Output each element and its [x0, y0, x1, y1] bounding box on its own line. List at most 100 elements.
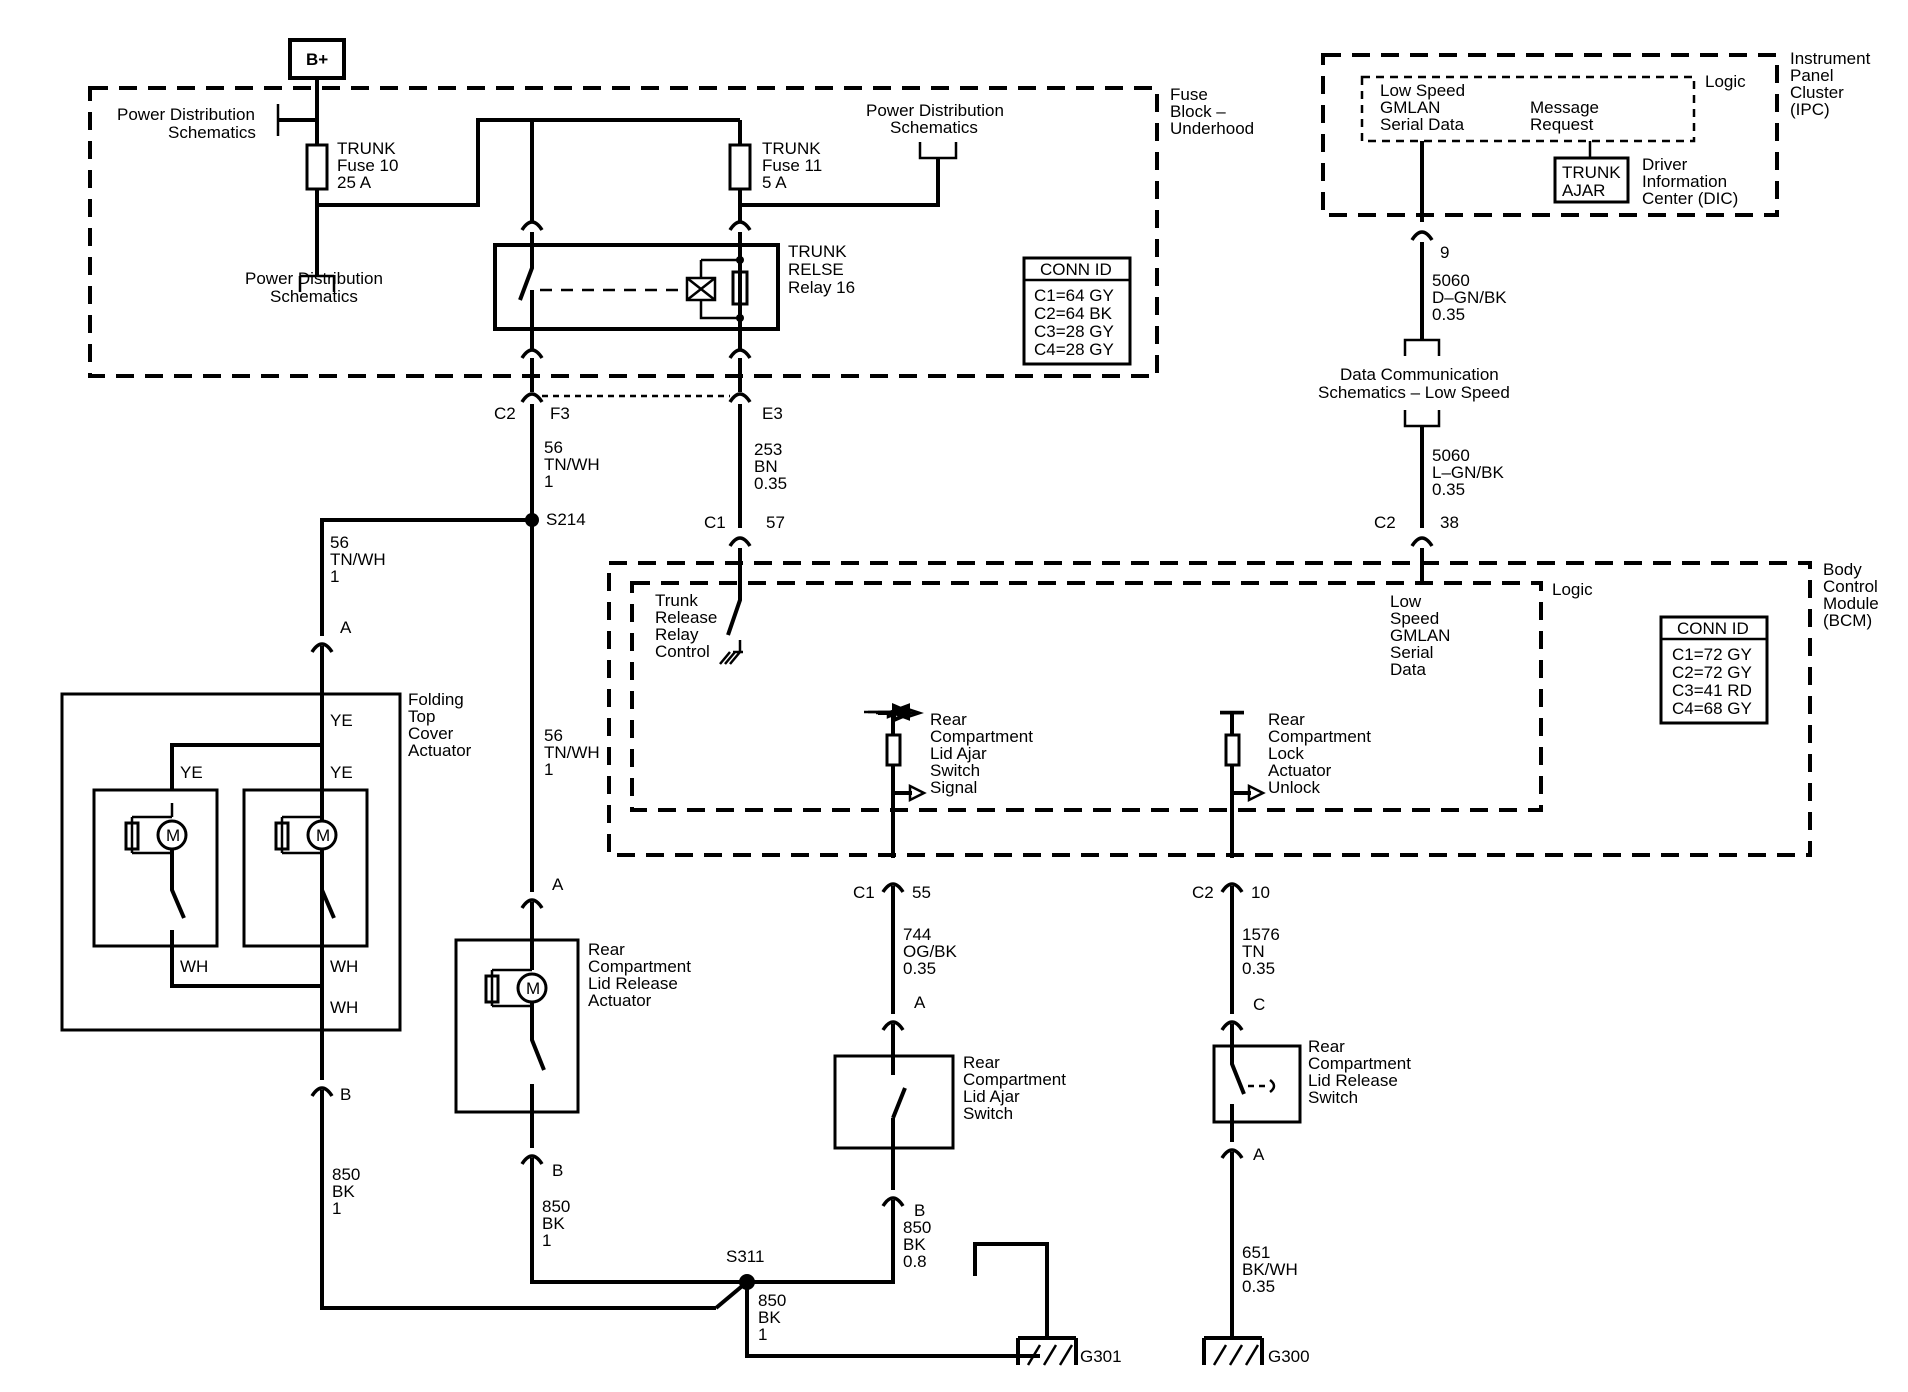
wire-850-switch-label-3: 0.8: [903, 1252, 927, 1271]
fuse-10-label-1: TRUNK: [337, 139, 396, 158]
conn-lid-release-actuator-a: [520, 898, 544, 909]
conn-folding-top-b: [310, 1086, 334, 1097]
bcm-conn-id-row-4: C4=68 GY: [1672, 699, 1752, 718]
lid-ajar-switch-pin-a: A: [914, 993, 926, 1012]
conn-c1-57-label: C1: [704, 513, 726, 532]
wire-5060-top-label-2: D–GN/BK: [1432, 288, 1507, 307]
bcm-title-1: Body: [1823, 560, 1862, 579]
wire-850-mid-label-3: 1: [542, 1231, 551, 1250]
lid-release-motor-brush: [484, 974, 500, 1004]
lid-release-switch-pin-a: A: [1253, 1145, 1265, 1164]
folding-top-switch-left: [170, 849, 186, 919]
folding-top-motor-left-m-label: M: [166, 826, 180, 845]
bcm-title-2: Control: [1823, 577, 1878, 596]
folding-top-pin-a: A: [340, 618, 352, 637]
conn-c2-10: [1220, 882, 1244, 893]
wire-5060-bot-label-2: L–GN/BK: [1432, 463, 1504, 482]
battery-positive-label: B+: [306, 50, 328, 69]
fuse-conn-id-title: CONN ID: [1040, 260, 1112, 279]
bcm-lid-ajar-signal-1: Rear: [930, 710, 967, 729]
wire-850-left: [320, 1090, 716, 1310]
lid-release-motor-m-label: M: [526, 979, 540, 998]
lid-release-actuator-pin-a: A: [552, 875, 564, 894]
fuse-10: [305, 143, 329, 191]
folding-top-wh-left-label: WH: [180, 957, 208, 976]
folding-top-ye-inner-label: YE: [330, 763, 353, 782]
wire-850-left-label-1: 850: [332, 1165, 360, 1184]
ipc-title-1: Instrument: [1790, 49, 1871, 68]
data-comm-label-1: Data Communication: [1340, 365, 1499, 384]
fuse-block-title-3: Underhood: [1170, 119, 1254, 138]
lid-ajar-pullup-resistor: [885, 733, 902, 767]
relay-label-3: Relay 16: [788, 278, 855, 297]
trunk-ajar-indicator: [1553, 156, 1630, 204]
folding-top-switch-right: [320, 849, 336, 919]
folding-top-label-2: Top: [408, 707, 435, 726]
bcm-gmlan-4: Serial: [1390, 643, 1433, 662]
folding-top-ye-left-label: YE: [180, 763, 203, 782]
wire-850-mid: [530, 1158, 747, 1284]
fuse-10-label-2: Fuse 10: [337, 156, 398, 175]
conn-c2-38-label: C2: [1374, 513, 1396, 532]
conn-lid-release-switch-a: [1220, 1148, 1244, 1159]
conn-lid-ajar-switch-b: [881, 1196, 905, 1207]
ipc-message-1: Message: [1530, 98, 1599, 117]
pds-right-label-2: Schematics: [890, 118, 978, 137]
ipc-serial-1: Low Speed: [1380, 81, 1465, 100]
wire-850-mid-label-1: 850: [542, 1197, 570, 1216]
wire-56-left-label-2: TN/WH: [330, 550, 386, 569]
ipc-title-2: Panel: [1790, 66, 1833, 85]
bcm-lock-unlock-1: Rear: [1268, 710, 1305, 729]
wire-56-left-label-3: 1: [330, 567, 339, 586]
bcm-title-3: Module: [1823, 594, 1879, 613]
bcm-gmlan-3: GMLAN: [1390, 626, 1450, 645]
ipc-serial-3: Serial Data: [1380, 115, 1465, 134]
wire-5060-top-label-1: 5060: [1432, 271, 1470, 290]
lid-ajar-switch-label-3: Lid Ajar: [963, 1087, 1020, 1106]
folding-top-label-3: Cover: [408, 724, 454, 743]
pds-right-label-1: Power Distribution: [866, 101, 1004, 120]
wire-850-left-label-3: 1: [332, 1199, 341, 1218]
lid-release-switch-label-3: Lid Release: [1308, 1071, 1398, 1090]
wire-56-mid-label-3: 1: [544, 760, 553, 779]
fuse-conn-id-row-1: C1=64 GY: [1034, 286, 1114, 305]
folding-top-motor-left-brush: [124, 821, 140, 851]
wire-1576-label-1: 1576: [1242, 925, 1280, 944]
bcm-trunk-relay-ctrl-2: Release: [655, 608, 717, 627]
bcm-gmlan-5: Data: [1390, 660, 1426, 679]
wire-56-top-label-2: TN/WH: [544, 455, 600, 474]
bcm-conn-id: [1659, 615, 1769, 725]
wire-56-mid-label-1: 56: [544, 726, 563, 745]
conn-c1-55-label: C1: [853, 883, 875, 902]
wire-850-ground-label-3: 1: [758, 1325, 767, 1344]
wire-56-mid-label-2: TN/WH: [544, 743, 600, 762]
lid-ajar-switch-label-4: Switch: [963, 1104, 1013, 1123]
wire-850-switch: [747, 1200, 895, 1284]
wire-850-mid-label-2: BK: [542, 1214, 565, 1233]
ipc-dic-3: Center (DIC): [1642, 189, 1738, 208]
bcm-lock-unlock-4: Actuator: [1268, 761, 1332, 780]
conn-lid-release-switch-c: [1220, 1020, 1244, 1031]
fuse-11-label-2: Fuse 11: [762, 156, 822, 175]
lid-release-actuator-label-1: Rear: [588, 940, 625, 959]
wire-651-label-1: 651: [1242, 1243, 1270, 1262]
lid-release-switch-box: [1212, 1044, 1302, 1124]
wire-651-label-2: BK/WH: [1242, 1260, 1298, 1279]
bcm-lid-ajar-signal-2: Compartment: [930, 727, 1033, 746]
folding-top-ye-right-label: YE: [330, 711, 353, 730]
wire-744-label-2: OG/BK: [903, 942, 958, 961]
fuse-conn-id-row-2: C2=64 BK: [1034, 304, 1113, 323]
ipc-dic-1: Driver: [1642, 155, 1688, 174]
ipc-logic-label: Logic: [1705, 72, 1746, 91]
wire-253-label-2: BN: [754, 457, 778, 476]
lid-release-actuator-box: [454, 938, 580, 1114]
lock-pullup-resistor: [1224, 733, 1241, 767]
wire-1576-label-2: TN: [1242, 942, 1265, 961]
conn-c2-fuse-label: C2: [494, 404, 516, 423]
wire-850-ground-label-2: BK: [758, 1308, 781, 1327]
bcm-lid-ajar-signal-5: Signal: [930, 778, 977, 797]
bcm-trunk-relay-ctrl-1: Trunk: [655, 591, 698, 610]
lid-ajar-switch-blade: [891, 1087, 907, 1119]
lid-ajar-switch-pin-b: B: [914, 1201, 925, 1220]
folding-top-wh-out-label: WH: [330, 998, 358, 1017]
